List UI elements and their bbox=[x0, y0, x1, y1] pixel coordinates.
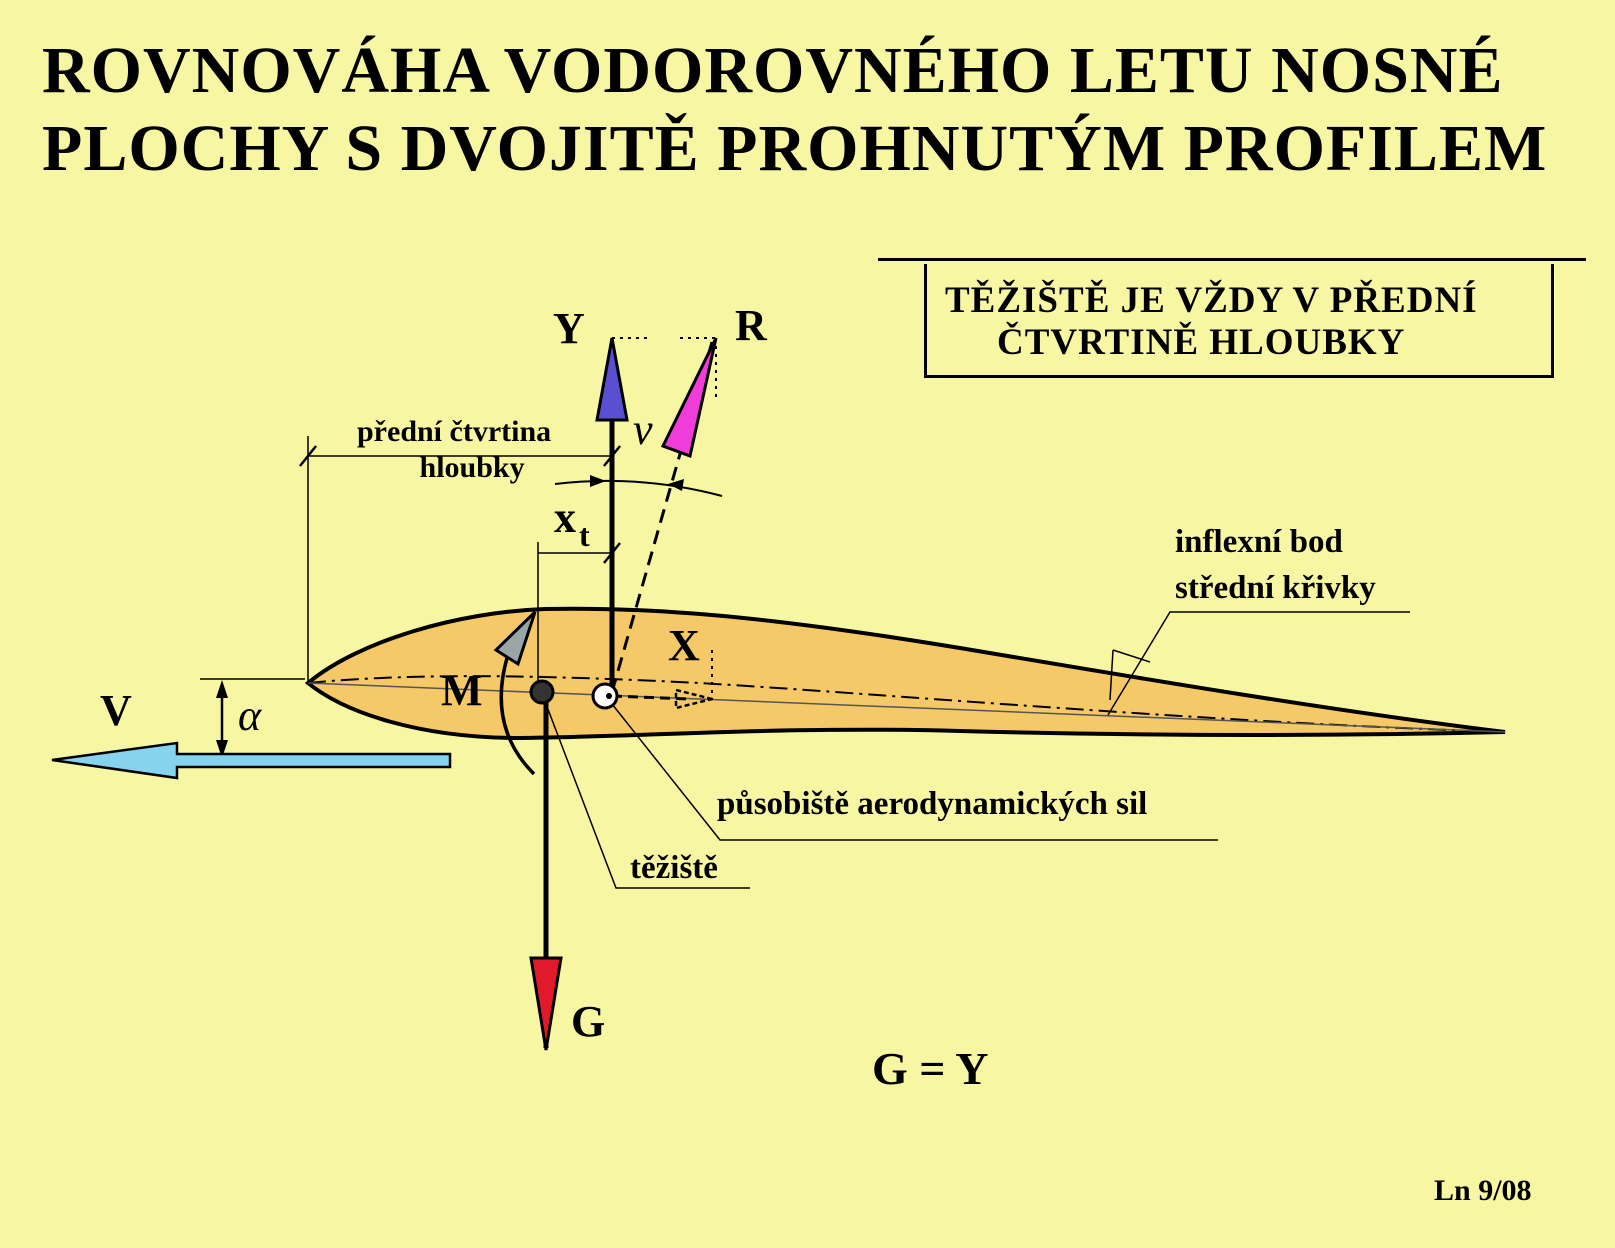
note-box bbox=[924, 264, 1554, 378]
label-xt-sub: t bbox=[579, 517, 590, 553]
velocity-arrow bbox=[51, 741, 452, 780]
inflection-leader bbox=[1107, 611, 1410, 716]
note-text: TĚŽIŠTĚ JE VŽDY V PŘEDNÍ ČTVRTINĚ HLOUBK… bbox=[945, 280, 1478, 364]
alpha-arrowhead-top bbox=[216, 680, 228, 698]
drag-vector-line bbox=[611, 694, 691, 701]
inflection-tick-2 bbox=[1109, 649, 1114, 701]
resultant-vector-line bbox=[610, 341, 714, 693]
tick-le bbox=[299, 445, 317, 467]
camber-line bbox=[307, 675, 1506, 733]
label-quarter-chord: přední čtvrtina hloubky bbox=[357, 414, 551, 486]
quarter-chord-line-2: hloubky bbox=[419, 451, 525, 484]
angle-arc-head-1 bbox=[590, 475, 606, 487]
quarter-chord-line-1: přední čtvrtina bbox=[357, 415, 552, 448]
label-moment-M: M bbox=[441, 666, 483, 715]
label-drag-X: X bbox=[668, 621, 700, 670]
note-top-rule bbox=[878, 258, 1586, 261]
angle-arc bbox=[554, 479, 723, 497]
drag-arrowhead bbox=[674, 688, 713, 710]
cg-leader bbox=[545, 703, 750, 889]
angle-arc-head-2 bbox=[668, 479, 684, 491]
title-line-2: PLOCHY S DVOJITĚ PROHNUTÝM PROFILEM bbox=[42, 112, 1548, 185]
page-title: ROVNOVÁHA VODOROVNÉHO LETU NOSNÉ PLOCHY … bbox=[42, 32, 1582, 188]
alpha-arrowhead-bottom bbox=[216, 740, 228, 758]
label-lift-Y: Y bbox=[553, 304, 585, 353]
label-inflection: inflexní bod střední křivky bbox=[1175, 519, 1376, 611]
inflection-tick-1 bbox=[1112, 649, 1151, 663]
pressure-center-marker bbox=[591, 682, 619, 710]
label-pressure-center: působiště aerodynamických sil bbox=[717, 786, 1148, 822]
label-velocity-V: V bbox=[100, 686, 132, 735]
footer-code: Ln 9/08 bbox=[1434, 1174, 1532, 1207]
chord-line bbox=[307, 682, 1506, 733]
note-line-1: TĚŽIŠTĚ JE VŽDY V PŘEDNÍ bbox=[945, 280, 1478, 321]
title-line-1: ROVNOVÁHA VODOROVNÉHO LETU NOSNÉ bbox=[42, 34, 1504, 107]
weight-arrowhead bbox=[529, 956, 563, 1051]
moment-arrowhead bbox=[493, 610, 537, 667]
label-angle-nu: ν bbox=[633, 405, 653, 454]
inflection-line-2: střední křivky bbox=[1175, 570, 1376, 606]
label-weight-G: G bbox=[571, 997, 606, 1046]
center-of-gravity-marker bbox=[529, 679, 555, 705]
airfoil-profile bbox=[304, 606, 1506, 741]
note-line-2: ČTVRTINĚ HLOUBKY bbox=[997, 322, 1406, 363]
pressure-center-dot bbox=[606, 693, 612, 699]
label-alpha: α bbox=[238, 691, 262, 740]
label-resultant-R: R bbox=[735, 301, 767, 350]
label-xt: xt bbox=[554, 492, 590, 553]
resultant-arrowhead bbox=[660, 337, 718, 459]
label-xt-main: x bbox=[554, 493, 576, 542]
label-center-of-gravity: těžiště bbox=[630, 850, 718, 886]
lift-arrowhead bbox=[595, 337, 629, 422]
inflection-line-1: inflexní bod bbox=[1175, 524, 1343, 560]
pressure-center-leader bbox=[611, 703, 1218, 841]
equation: G = Y bbox=[872, 1043, 989, 1094]
